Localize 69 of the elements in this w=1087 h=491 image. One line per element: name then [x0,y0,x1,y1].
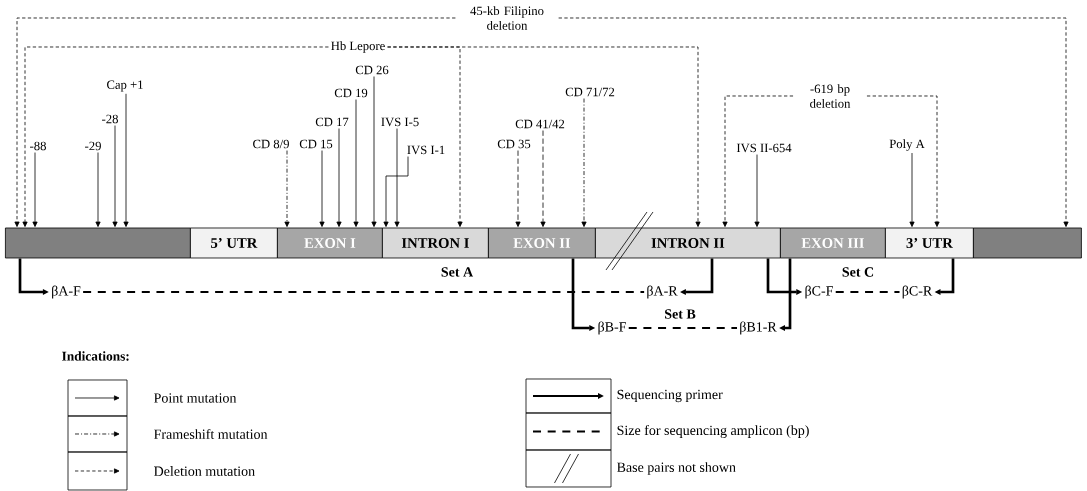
mutation-label: CD 26 [355,65,389,75]
edge-label: Set B [665,309,696,319]
mutation-arrow [123,93,129,227]
mutation-arrow [284,150,290,227]
primer-label: βC-R [902,285,933,299]
deletion-label: 45-kb Filipino deletion [470,6,544,30]
deletion-arrow [722,95,794,227]
mutation-arrow [371,76,377,227]
mutation-label: CD 8/9 [253,139,289,149]
amplicon-line [82,291,646,293]
mutation-label: CD 41/42 [515,119,565,129]
deletion-arrow [22,46,329,227]
flank-bar [5,227,191,259]
deletion-arrow [866,95,940,227]
mutation-arrow [394,128,400,227]
deletion-arrow [14,17,456,227]
mutation-arrow [95,152,101,227]
flank-bar [973,227,1082,259]
gene-segment: INTRON II [595,227,781,259]
mutation-arrow [353,99,359,227]
mutation-label: IVS I-1 [407,145,445,155]
edge-label: Set C [842,267,874,277]
gene-segment: 3’ UTR [885,227,974,259]
mutation-label: CD 19 [334,88,368,98]
mutation-arrow [515,150,521,227]
legend-text: Sequencing primer [617,389,723,403]
mutation-label: Poly A [889,139,925,151]
mutation-label: Cap +1 [107,80,143,92]
primer-label: βC-F [805,285,833,299]
mutation-arrow [909,152,915,227]
mutation-label: CD 17 [315,117,349,127]
deletion-arrow [387,46,701,227]
mutation-arrow [581,98,587,227]
edge-label: Set A [441,267,474,277]
mutation-label: IVS II-654 [736,143,792,153]
mutation-arrow [383,156,409,227]
legend-text: Deletion mutation [154,466,255,476]
mutation-arrow [336,128,342,227]
legend-text: Point mutation [154,393,237,403]
deletion-arrow [558,17,1069,227]
mutation-arrow [540,130,546,227]
gene-segment: EXON III [780,227,886,259]
deletion-label: Hb Lepore [331,41,385,53]
gene-segment: INTRON I [382,227,489,259]
mutation-arrow [112,125,118,227]
mutation-arrow [32,152,38,227]
legend-text: Base pairs not shown [617,462,736,475]
gene-segment: EXON II [488,227,596,259]
legend-text: Frameshift mutation [154,429,268,439]
mutation-label: CD 35 [497,139,531,149]
mutation-label: -28 [102,114,118,124]
deletion-label: -619 bp deletion [810,84,851,108]
primer-label: βA-F [52,285,81,299]
mutation-label: IVS I-5 [381,117,419,127]
gene-segment: 5’ UTR [190,227,278,259]
mutation-arrow [319,150,325,227]
primer-label: βB1-R [740,321,777,335]
mutation-label: CD 71/72 [565,87,615,97]
mutation-label: CD 15 [299,139,333,149]
legend-text: Size for sequencing amplicon (bp) [617,425,809,438]
mutation-label: -29 [85,141,101,151]
amplicon-line [627,327,738,329]
gene-segment: EXON I [277,227,383,259]
amplicon-line [834,291,901,293]
primer-label: βB-F [598,321,626,335]
legend-heading: Indications: [62,351,129,361]
primer-label: βA-R [647,285,678,299]
mutation-arrow [754,154,760,227]
mutation-label: -88 [30,141,46,151]
